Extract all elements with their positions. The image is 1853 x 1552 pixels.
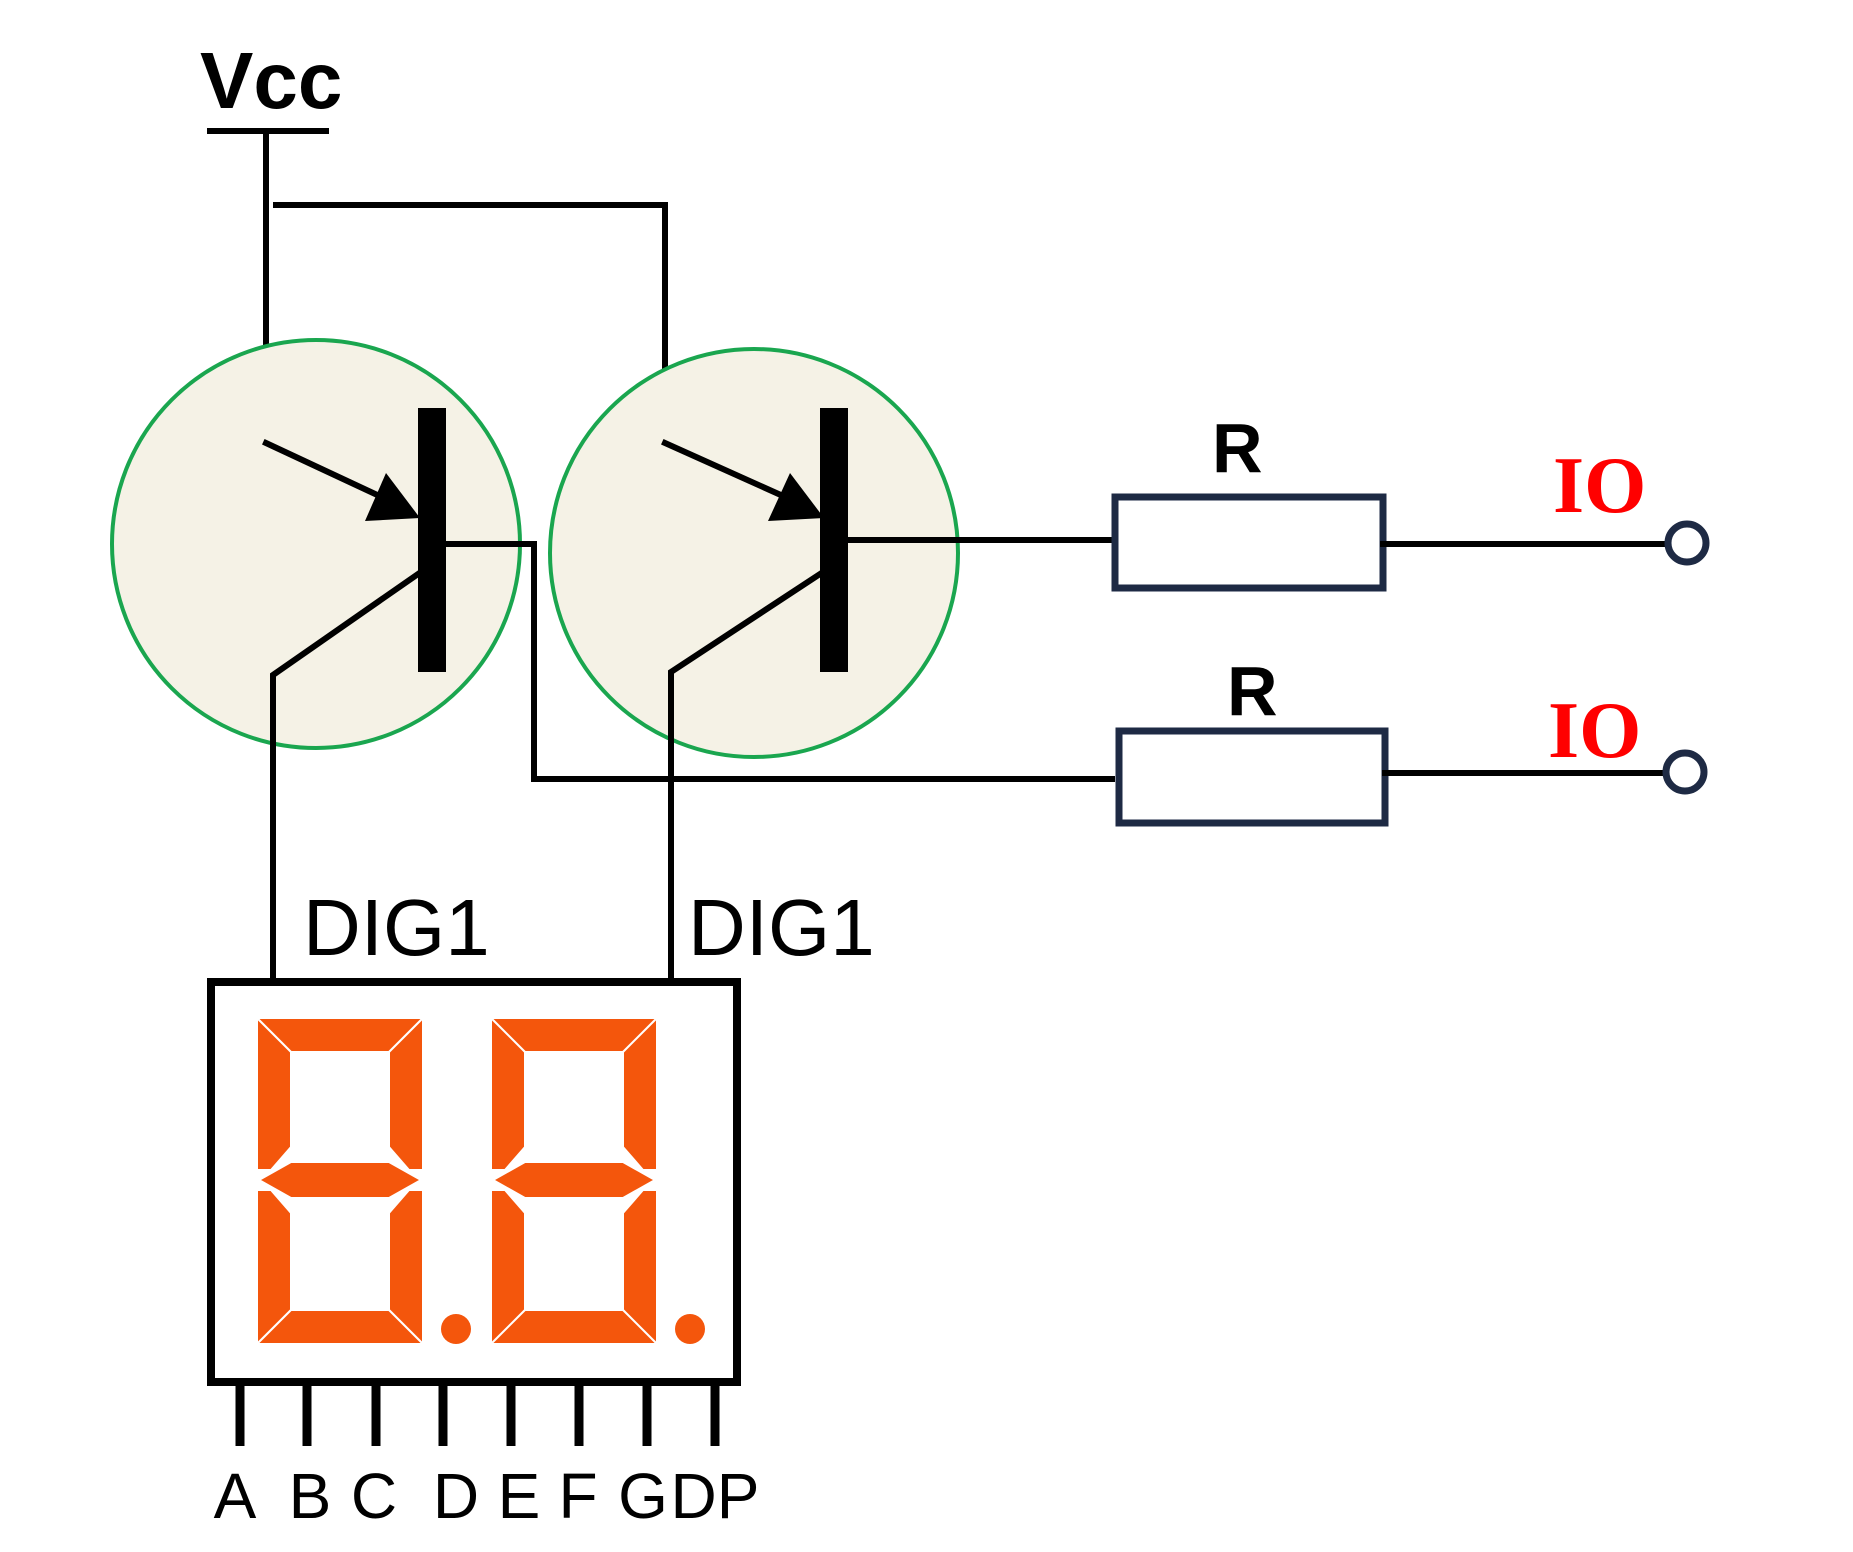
resistor-1 [1111, 493, 1387, 592]
transistor-2-collector [668, 569, 825, 981]
segment-d [254, 1309, 426, 1345]
pin-label-b: B [289, 1460, 332, 1532]
segment-f [256, 1015, 292, 1171]
segment-g [256, 1161, 424, 1199]
segment-f [490, 1015, 526, 1171]
io-2-terminal[interactable] [1662, 749, 1708, 795]
segment-g [490, 1161, 658, 1199]
vcc-label: Vcc [200, 36, 342, 125]
pin-label-g: G [618, 1460, 668, 1532]
digit-2-label: DIG1 [688, 883, 875, 972]
segment-group [254, 1015, 705, 1347]
pin-label-dp: DP [671, 1460, 760, 1532]
segment-b [388, 1015, 424, 1171]
resistor-2 [1115, 727, 1389, 827]
resistor-2-label: R [1227, 652, 1278, 730]
segment-e [490, 1189, 526, 1347]
transistor-2-body [548, 347, 960, 759]
transistor-1 [110, 338, 1115, 981]
digit-2 [488, 1015, 660, 1347]
pin-label-f: F [558, 1460, 597, 1532]
transistor-2 [548, 347, 1115, 981]
digit-1-label: DIG1 [303, 883, 490, 972]
pin-label-a: A [214, 1460, 257, 1532]
transistor-2-emitter [661, 439, 796, 504]
pin-label-e: E [498, 1460, 541, 1532]
decimal-point-2 [675, 1314, 705, 1344]
transistor-2-base-bar [820, 408, 848, 672]
io-1-label: IO [1553, 442, 1646, 530]
pin-label-c: C [351, 1460, 397, 1532]
segment-d [488, 1309, 660, 1345]
transistor-1-collector [270, 569, 423, 981]
io-1-terminal[interactable] [1664, 520, 1710, 566]
resistor-1-label: R [1212, 409, 1263, 487]
transistor-2-emitter-arrow-icon [768, 473, 824, 521]
decimal-point-1 [441, 1314, 471, 1344]
segment-e [256, 1189, 292, 1347]
segment-b [622, 1015, 658, 1171]
vcc-branch-wire [273, 202, 668, 446]
transistor-1-emitter-arrow-icon [365, 473, 420, 521]
pin-label-d: D [433, 1460, 479, 1532]
transistor-1-emitter [262, 439, 392, 504]
transistor-1-base-bar [418, 408, 446, 672]
io-2-label: IO [1548, 687, 1641, 775]
transistor-1-base-wire [443, 541, 1115, 782]
digit-1 [254, 1015, 426, 1347]
